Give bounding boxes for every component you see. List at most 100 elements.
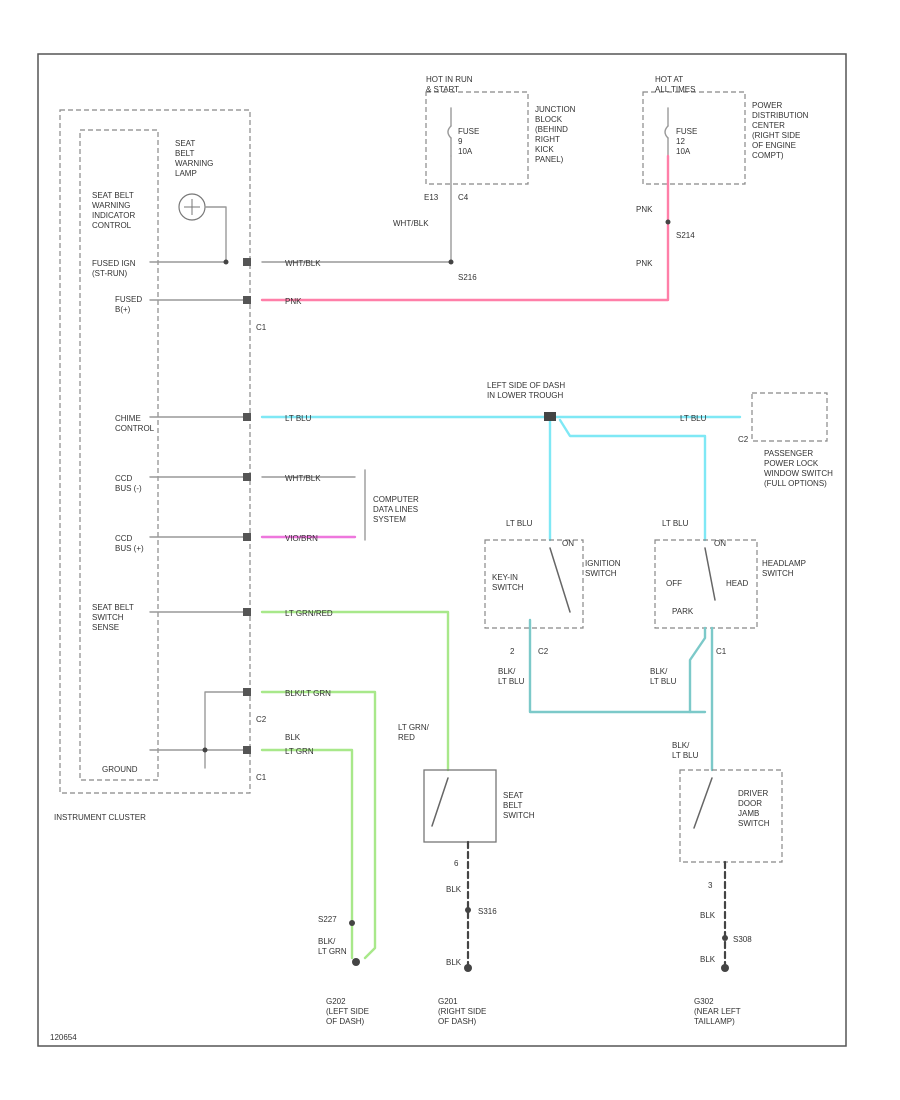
headlamp-on-label: ON <box>714 539 726 548</box>
cluster-inner-outline <box>79 129 159 781</box>
headlamp-head-label: HEAD <box>726 579 748 588</box>
key-in-label: KEY-IN SWITCH <box>492 573 524 592</box>
wire-blk-lt-grn-1 <box>260 690 377 960</box>
seat-belt-warning-lamp <box>178 193 206 221</box>
seat-belt-switch-outline <box>423 769 497 843</box>
pin-6-label: 6 <box>454 859 459 868</box>
pdc-outline <box>642 91 746 185</box>
wht-blk-label: WHT/BLK <box>285 259 321 268</box>
c1-label-top: C1 <box>256 323 267 332</box>
chime-control-label: CHIME CONTROL <box>115 414 155 433</box>
lt-blu-headlamp-label: LT BLU <box>662 519 689 528</box>
left-dash-label: LEFT SIDE OF DASH IN LOWER TROUGH <box>487 381 567 400</box>
s214-label: S214 <box>676 231 695 240</box>
fuse-9 <box>447 107 452 157</box>
hot-start-label: HOT IN RUN & START <box>426 75 475 94</box>
splice-s308 <box>722 935 728 941</box>
headlamp-switch-contact <box>704 547 716 601</box>
headlamp-switch-label: HEADLAMP SWITCH <box>762 559 808 578</box>
ground-g302 <box>721 964 729 972</box>
wire-blk-lt-blu-headlamp <box>688 626 707 714</box>
wire-wht-blk <box>261 155 452 263</box>
blk-lt-blu-headlamp-label: BLK/ LT BLU <box>650 667 677 686</box>
s227-label: S227 <box>318 915 337 924</box>
fuse-12 <box>664 107 669 157</box>
connector-trough <box>544 412 556 421</box>
blk-label-cluster: BLK <box>285 733 301 742</box>
lt-blu-label-left: LT BLU <box>285 414 312 423</box>
blk-door-ground-label: BLK <box>700 955 716 964</box>
pnk-lower-label: PNK <box>636 259 653 268</box>
ccd-minus-label: CCD BUS (-) <box>115 474 142 493</box>
passenger-switch-outline <box>751 392 828 442</box>
wht-blk-vertical-label: WHT/BLK <box>393 219 429 228</box>
driver-door-label: DRIVER DOOR JAMB SWITCH <box>738 789 770 828</box>
instrument-cluster-label: INSTRUMENT CLUSTER <box>54 813 146 822</box>
c2-ignition-label: C2 <box>538 647 549 656</box>
blk-door-label: BLK <box>700 911 716 920</box>
lt-grn-red-label: LT GRN/RED <box>285 609 333 618</box>
g302-label: G302 (NEAR LEFT TAILLAMP) <box>694 997 743 1026</box>
key-in-switch-contact <box>549 547 571 613</box>
wire-lt-blu-headlamp <box>558 418 707 542</box>
driver-door-switch-outline <box>679 769 783 863</box>
pdc-label: POWER DISTRIBUTION CENTER (RIGHT SIDE OF… <box>752 101 811 160</box>
cluster-connector-pins <box>243 258 251 754</box>
lamp-wire <box>204 206 227 263</box>
headlamp-off-label: OFF <box>666 579 682 588</box>
s216-label: S216 <box>458 273 477 282</box>
blk-seat-belt-label: BLK <box>446 885 462 894</box>
blk-lt-blu-door-label: BLK/ LT BLU <box>672 741 699 760</box>
wire-lt-grn-red <box>260 610 450 772</box>
splice-s227 <box>349 920 355 926</box>
c4-label: C4 <box>458 193 469 202</box>
ground-splice <box>202 747 208 753</box>
ground-g202 <box>352 958 360 966</box>
ignition-switch-label: IGNITION SWITCH <box>585 559 623 578</box>
junction-block-outline <box>425 91 529 185</box>
pnk-upper-label: PNK <box>636 205 653 214</box>
fuse-12-label: FUSE 12 10A <box>676 127 700 156</box>
seat-belt-switch-contact <box>431 777 449 827</box>
junction-block-label: JUNCTION BLOCK (BEHIND RIGHT KICK PANEL) <box>535 105 578 164</box>
seat-belt-indicator-label: SEAT BELT WARNING INDICATOR CONTROL <box>92 191 138 230</box>
lt-grn-label-cluster: LT GRN <box>285 747 314 756</box>
c1-label-bottom: C1 <box>256 773 267 782</box>
ignition-on-label: ON <box>562 539 574 548</box>
diagram-frame <box>37 53 847 1047</box>
footer-code: 120654 <box>50 1033 77 1042</box>
headlamp-park-label: PARK <box>672 607 694 616</box>
lt-grn-red-vertical-label: LT GRN/ RED <box>398 723 431 742</box>
c2-label-cluster: C2 <box>256 715 267 724</box>
fused-ign-label: FUSED IGN (ST-RUN) <box>92 259 138 278</box>
splice-s316 <box>465 907 471 913</box>
lt-blu-label-right: LT BLU <box>680 414 707 423</box>
ground-g201 <box>464 964 472 972</box>
e13-label: E13 <box>424 193 439 202</box>
s308-label: S308 <box>733 935 752 944</box>
wht-blk-ccd-label: WHT/BLK <box>285 474 321 483</box>
c2-passenger-label: C2 <box>738 435 749 444</box>
fuse-9-label: FUSE 9 10A <box>458 127 482 156</box>
splice-s214 <box>665 219 671 225</box>
g201-label: G201 (RIGHT SIDE OF DASH) <box>438 997 489 1026</box>
lt-blu-ignition-label: LT BLU <box>506 519 533 528</box>
blk-lt-blu-ignition-label: BLK/ LT BLU <box>498 667 525 686</box>
c1-headlamp-label: C1 <box>716 647 727 656</box>
blk-lt-grn-label: BLK/LT GRN <box>285 689 331 698</box>
vio-brn-label: VIO/BRN <box>285 534 318 543</box>
ground-label: GROUND <box>102 765 138 774</box>
pnk-label: PNK <box>285 297 302 306</box>
blk-seat-belt-ground-label: BLK <box>446 958 462 967</box>
passenger-switch-label: PASSENGER POWER LOCK WINDOW SWITCH (FULL… <box>764 449 835 488</box>
lamp-label: SEAT BELT WARNING LAMP <box>175 139 216 178</box>
splice-s216 <box>448 259 454 265</box>
ignition-switch-outline <box>484 539 584 629</box>
driver-door-switch-contact <box>693 777 713 829</box>
wire-blk-lt-grn-2 <box>260 748 354 960</box>
s316-label: S316 <box>478 907 497 916</box>
g202-label: G202 (LEFT SIDE OF DASH) <box>326 997 371 1026</box>
pin-2-ignition-label: 2 <box>510 647 515 656</box>
hot-all-times-label: HOT AT ALL TIMES <box>655 75 695 94</box>
instrument-cluster-outline <box>59 109 251 794</box>
